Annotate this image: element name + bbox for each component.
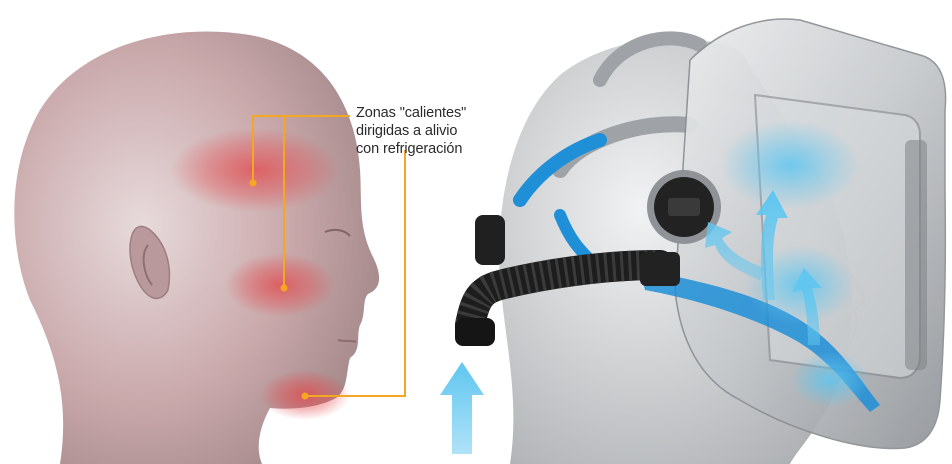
callout-leader-lines bbox=[249, 115, 406, 400]
breathing-hose-icon bbox=[455, 215, 680, 346]
callout-line-2: dirigidas a alivio bbox=[356, 123, 458, 139]
airflow-arrow-icon bbox=[440, 190, 822, 454]
head-profile-icon bbox=[14, 31, 380, 464]
callout-line-1: Zonas "calientes" bbox=[356, 105, 467, 121]
hot-zones-callout: Zonas "calientes" dirigidas a alivio con… bbox=[356, 104, 536, 158]
callout-line-3: con refrigeración bbox=[356, 141, 463, 157]
